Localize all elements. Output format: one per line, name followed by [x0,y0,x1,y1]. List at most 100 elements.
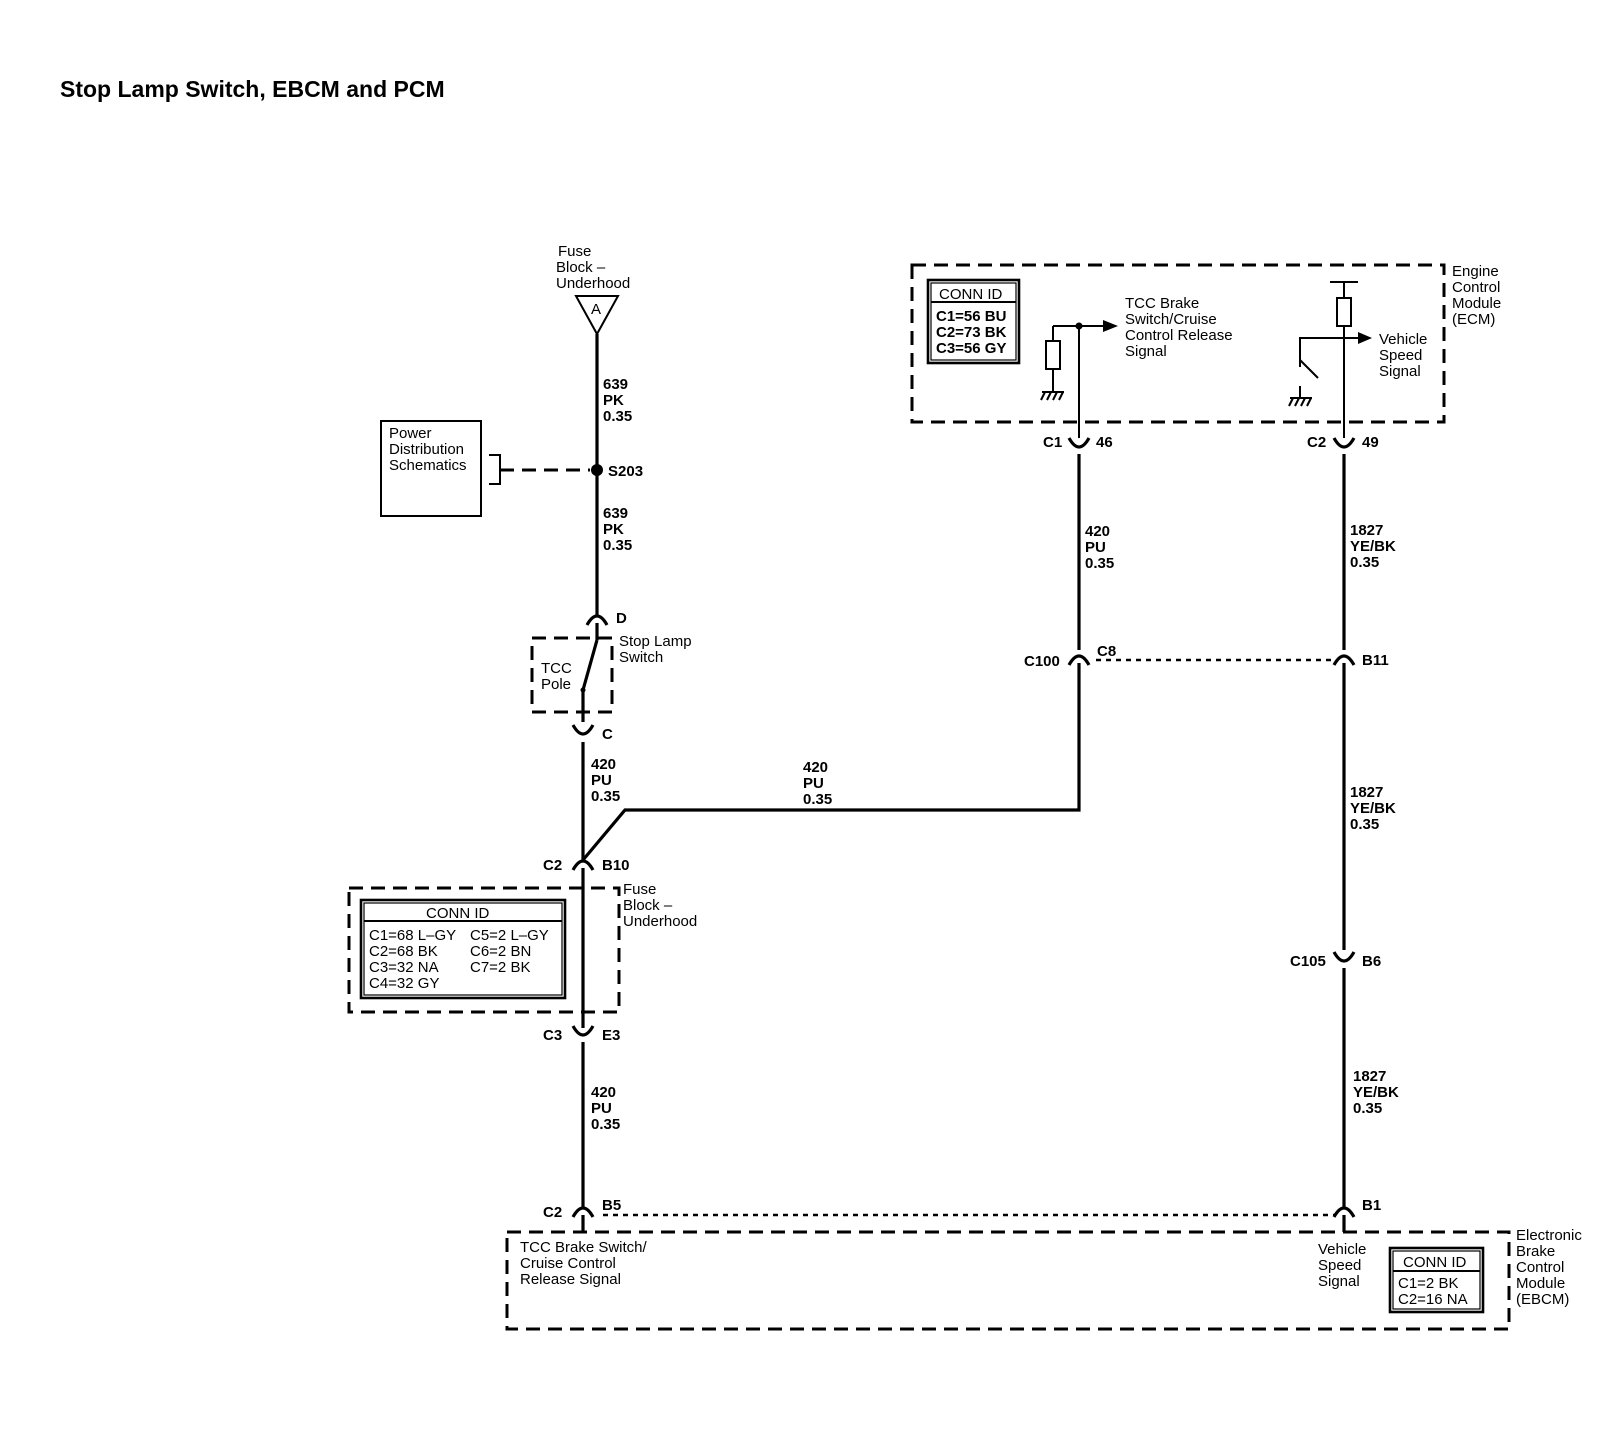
wire-color: YE/BK [1353,1084,1399,1101]
wire-number: 639 [603,505,628,522]
fuse-conn-c5: C5=2 L–GY [470,927,549,944]
wire-color: PU [591,1100,612,1117]
ebcm-label-line5: (EBCM) [1516,1291,1569,1308]
ecm-c1-label: C1 [1043,434,1062,451]
ecm-label-line4: (ECM) [1452,311,1495,328]
ecm-tcc-line1: TCC Brake [1125,295,1199,312]
b6-label: B6 [1362,953,1381,970]
diagram-title: Stop Lamp Switch, EBCM and PCM [60,76,445,102]
ebcm-tcc-line1: TCC Brake Switch/ [520,1239,648,1256]
wire-number: 420 [591,756,616,773]
ecm-tcc-line3: Control Release [1125,327,1233,344]
ecm-label-line1: Engine [1452,263,1499,280]
arrow-right-icon [1103,320,1118,332]
power-dist-line1: Power [389,425,432,442]
ebcm-label-line3: Control [1516,1259,1564,1276]
wire-label-420-a: 420 PU 0.35 [591,756,620,805]
wire-number: 420 [591,1084,616,1101]
wire-size: 0.35 [1353,1100,1382,1117]
fuse-conn-c6: C6=2 BN [470,943,531,960]
terminal-c-label: C [602,726,613,743]
ebcm-label-line4: Module [1516,1275,1565,1292]
fuse-conn-c3: C3=32 NA [369,959,439,976]
tcc-pole-line1: TCC [541,660,572,677]
tcc-pole-box [530,636,614,714]
wire-color: PU [803,775,824,792]
wire-label-1827-ecm: 1827 YE/BK 0.35 [1350,522,1396,571]
pullup-resistor-icon [1336,297,1352,327]
ecm-vss-line2: Speed [1379,347,1422,364]
b5-label: B5 [602,1197,621,1214]
ebcm-b1-connector-icon [1332,1206,1356,1218]
stop-lamp-switch-line1: Stop Lamp [619,633,692,650]
ecm-tcc-line2: Switch/Cruise [1125,311,1217,328]
fuse-block-top-line3: Underhood [556,275,630,292]
ecm-vss-line1: Vehicle [1379,331,1427,348]
fuse-block-mid-line3: Underhood [623,913,697,930]
vss-switch-icon [1299,359,1319,379]
ecm-tcc-line4: Signal [1125,343,1167,360]
wire-number: 1827 [1353,1068,1386,1085]
fuse-conn-c1: C1=68 L–GY [369,927,456,944]
fuse-block-mid-line1: Fuse [623,881,656,898]
ecm-vss-circuit [1288,281,1372,438]
terminal-d-connector-icon [585,614,609,626]
wire-label-420-branch: 420 PU 0.35 [803,759,832,808]
fuse-block-mid-box [347,886,621,1014]
c100-b11-connector-icon [1332,654,1356,666]
b1-label: B1 [1362,1197,1381,1214]
fuse-conn-c2: C2=68 BK [369,943,438,960]
wire-color: PU [1085,539,1106,556]
bracket-icon [489,454,501,485]
wire-color: PK [603,392,624,409]
b11-label: B11 [1362,652,1389,669]
c2-b10-connector-icon [571,859,595,871]
ebcm-c2-label: C2 [543,1204,562,1221]
ebcm-tcc-line3: Release Signal [520,1271,621,1288]
wire-number: 1827 [1350,784,1383,801]
c3-e3-connector-icon [571,1025,595,1037]
ecm-tcc-input-circuit [1040,320,1118,438]
ecm-pin-49-label: 49 [1362,434,1379,451]
ecm-c2-connector-icon [1332,437,1356,449]
fuse-block-mid-line2: Block – [623,897,673,914]
wire-size: 0.35 [803,791,832,808]
stop-lamp-switch-line2: Switch [619,649,663,666]
wire-size: 0.35 [1085,555,1114,572]
wire-label-420-ecm: 420 PU 0.35 [1085,523,1114,572]
ebcm-conn-title: CONN ID [1403,1254,1467,1271]
e3-label: E3 [602,1027,620,1044]
wire-size: 0.35 [591,1116,620,1133]
ebcm-label-line1: Electronic [1516,1227,1582,1244]
ecm-label-line2: Control [1452,279,1500,296]
c3-label: C3 [543,1027,562,1044]
terminal-c-connector-icon [571,724,595,736]
ecm-pin-46-label: 46 [1096,434,1113,451]
c105-connector-icon [1332,951,1356,963]
power-distribution-box[interactable] [380,420,482,517]
ecm-conn-c1: C1=56 BU [936,308,1006,325]
ebcm-vss-line3: Signal [1318,1273,1360,1290]
ebcm-conn-c1: C1=2 BK [1398,1275,1458,1292]
vss-arrow-right-icon [1358,332,1372,344]
fuse-terminal-triangle-icon [574,295,620,337]
ecm-conn-c3: C3=56 GY [936,340,1006,357]
ecm-c2-label: C2 [1307,434,1326,451]
c2-top-label: C2 [543,857,562,874]
c100-c8-connector-icon [1067,654,1091,666]
power-dist-line2: Distribution [389,441,464,458]
wire-label-1827-mid: 1827 YE/BK 0.35 [1350,784,1396,833]
fuse-conn-c4: C4=32 GY [369,975,439,992]
wire-size: 0.35 [603,408,632,425]
ebcm-label-line2: Brake [1516,1243,1555,1260]
ebcm-vss-line2: Speed [1318,1257,1361,1274]
wire-size: 0.35 [591,788,620,805]
wire-label-639-upper: 639 PK 0.35 [603,376,632,425]
wire-number: 1827 [1350,522,1383,539]
wire-color: YE/BK [1350,538,1396,555]
ebcm-b5-connector-icon [571,1206,595,1218]
ebcm-conn-c2: C2=16 NA [1398,1291,1468,1308]
b10-label: B10 [602,857,630,874]
fuse-block-top: Fuse Block – Underhood A [556,243,630,337]
